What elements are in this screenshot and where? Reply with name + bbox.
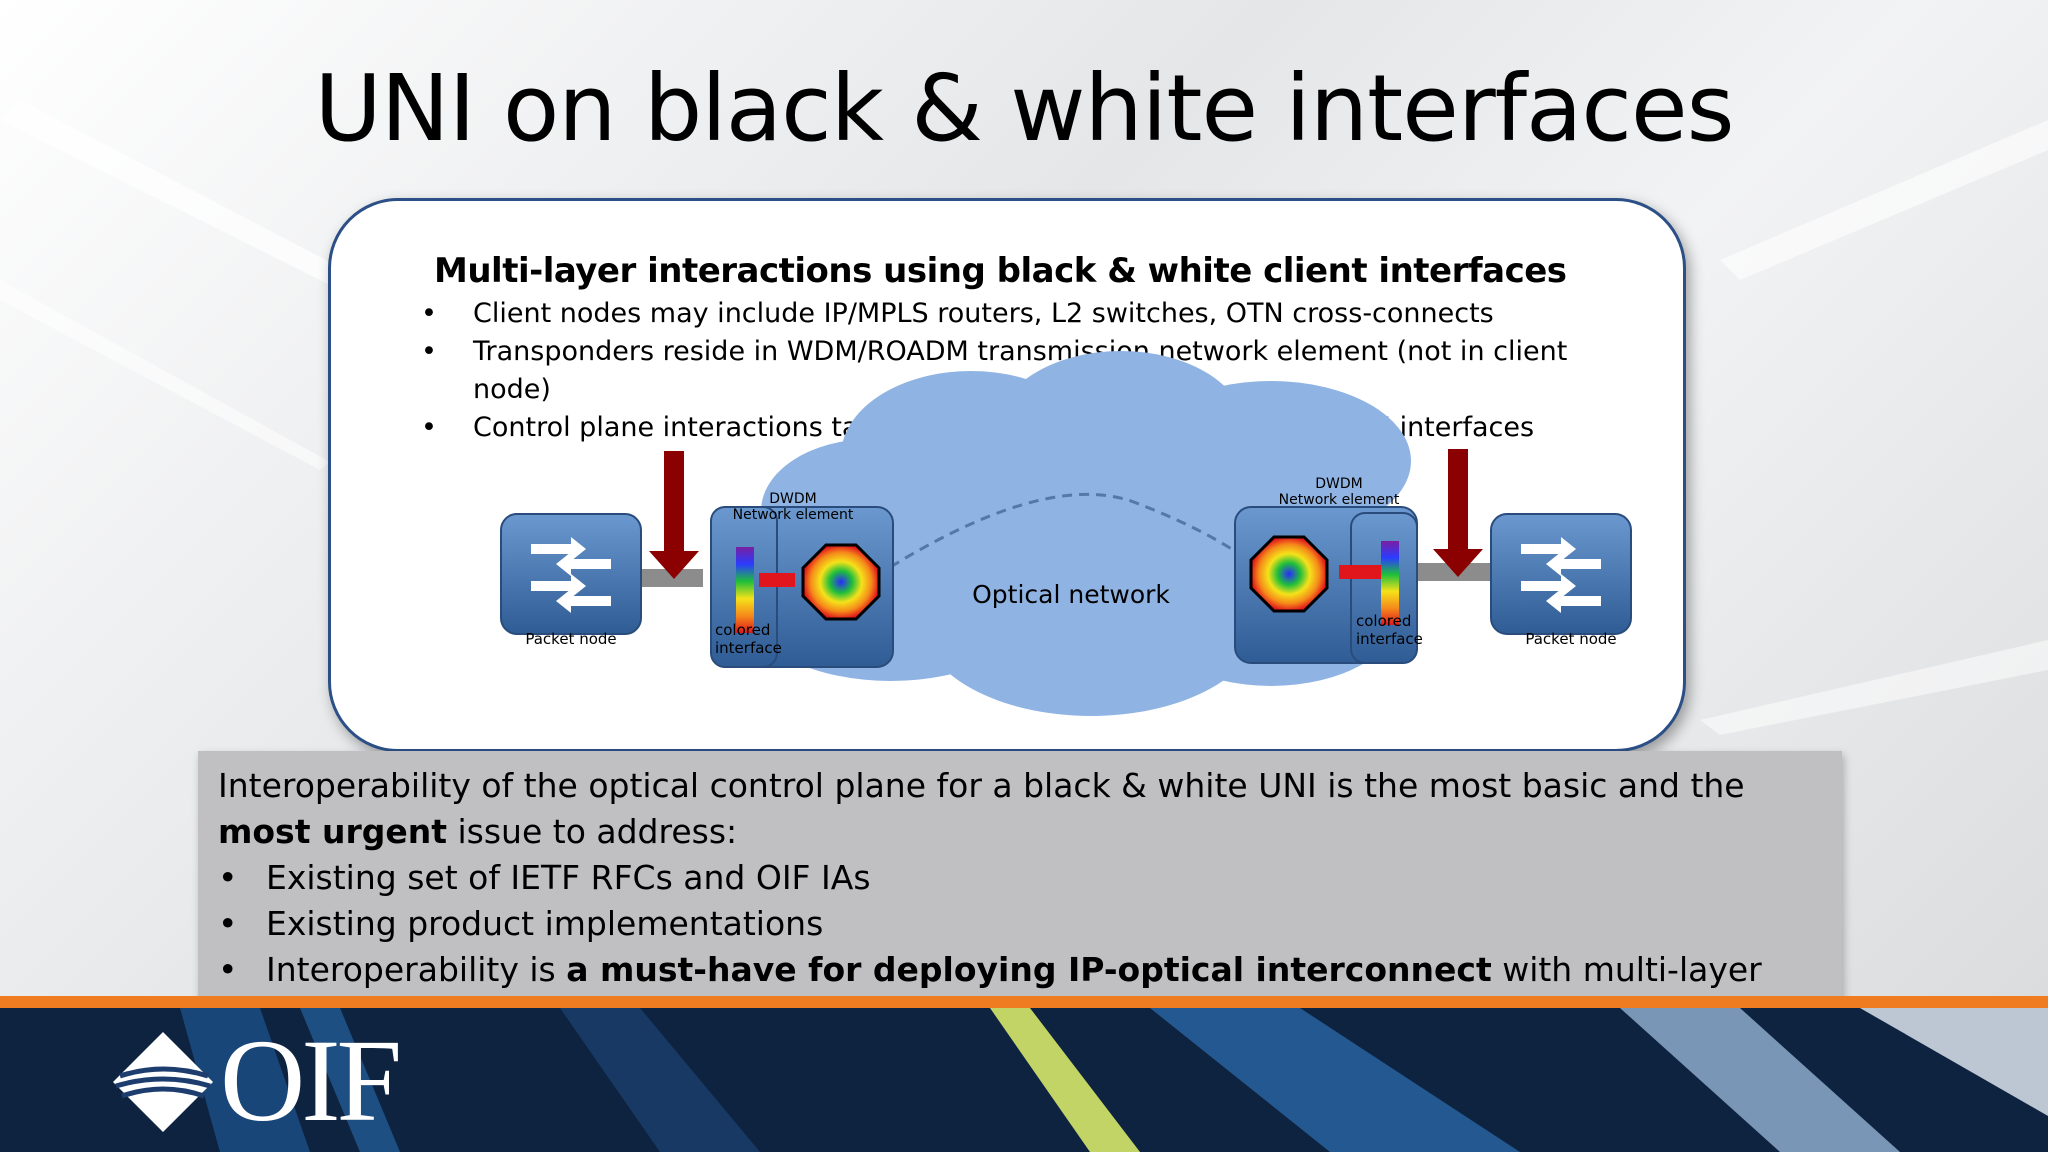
summary-bullet: Existing product implementations [218,901,1828,947]
summary-bullet-text: Interoperability is [266,950,567,989]
summary-note-box: Interoperability of the optical control … [198,751,1842,1035]
summary-intro-emphasis: most urgent [218,812,448,851]
left-colored-interface-label-line1: colored [715,621,770,639]
left-packet-node-label: Packet node [525,630,616,648]
oif-logo-text: OIF [220,1015,402,1146]
dashed-lightpath [875,492,1257,578]
right-colored-interface-label-line1: colored [1356,612,1411,630]
cloud-label: Optical network [972,580,1170,609]
right-colored-interface-label-line2: interface [1356,630,1423,648]
right-ne-label-line1: DWDM [1315,476,1362,492]
footer-banner [0,996,2048,1152]
oif-diamond-icon [113,1032,213,1132]
panel-bullet: Client nodes may include IP/MPLS routers… [421,295,1651,333]
summary-bullet: Existing set of IETF RFCs and OIF IAs [218,855,1828,901]
summary-intro-text-end: issue to address: [447,812,738,851]
summary-intro: Interoperability of the optical control … [218,763,1818,855]
left-client-link [631,569,703,587]
footer-light-streaks [0,1008,2048,1152]
right-packet-node [1490,513,1632,635]
slide-title: UNI on black & white interfaces [314,55,1734,162]
summary-bullet-emphasis: a must-have for deploying IP-optical int… [566,950,1492,989]
left-packet-node [500,513,642,635]
left-ne-label-line1: DWDM [769,491,816,507]
left-ne-label-line2: Network element [733,507,854,523]
optical-network-cloud [751,351,1411,716]
right-dwdm-network-element [1234,506,1418,664]
diagram-panel: Multi-layer interactions using black & w… [328,198,1686,752]
summary-bullet-text: Existing product implementations [266,904,824,943]
right-ne-label-line2: Network element [1279,492,1400,508]
right-uni-arrow [1433,449,1483,577]
left-dwdm-network-element [710,506,894,668]
right-packet-node-label: Packet node [1525,630,1616,648]
left-uni-arrow [649,451,699,579]
network-diagram: Optical network Packet node Packet node [500,351,1632,716]
panel-heading: Multi-layer interactions using black & w… [434,251,1567,291]
footer-accent-bar [0,996,2048,1008]
summary-bullet-text: Existing set of IETF RFCs and OIF IAs [266,858,871,897]
right-client-link [1411,563,1493,581]
panel-bullet: Transponders reside in WDM/ROADM transmi… [421,333,1651,409]
oif-logo: OIF [108,1022,428,1140]
left-colored-interface-label-line2: interface [715,639,782,657]
summary-intro-text: Interoperability of the optical control … [218,766,1745,805]
